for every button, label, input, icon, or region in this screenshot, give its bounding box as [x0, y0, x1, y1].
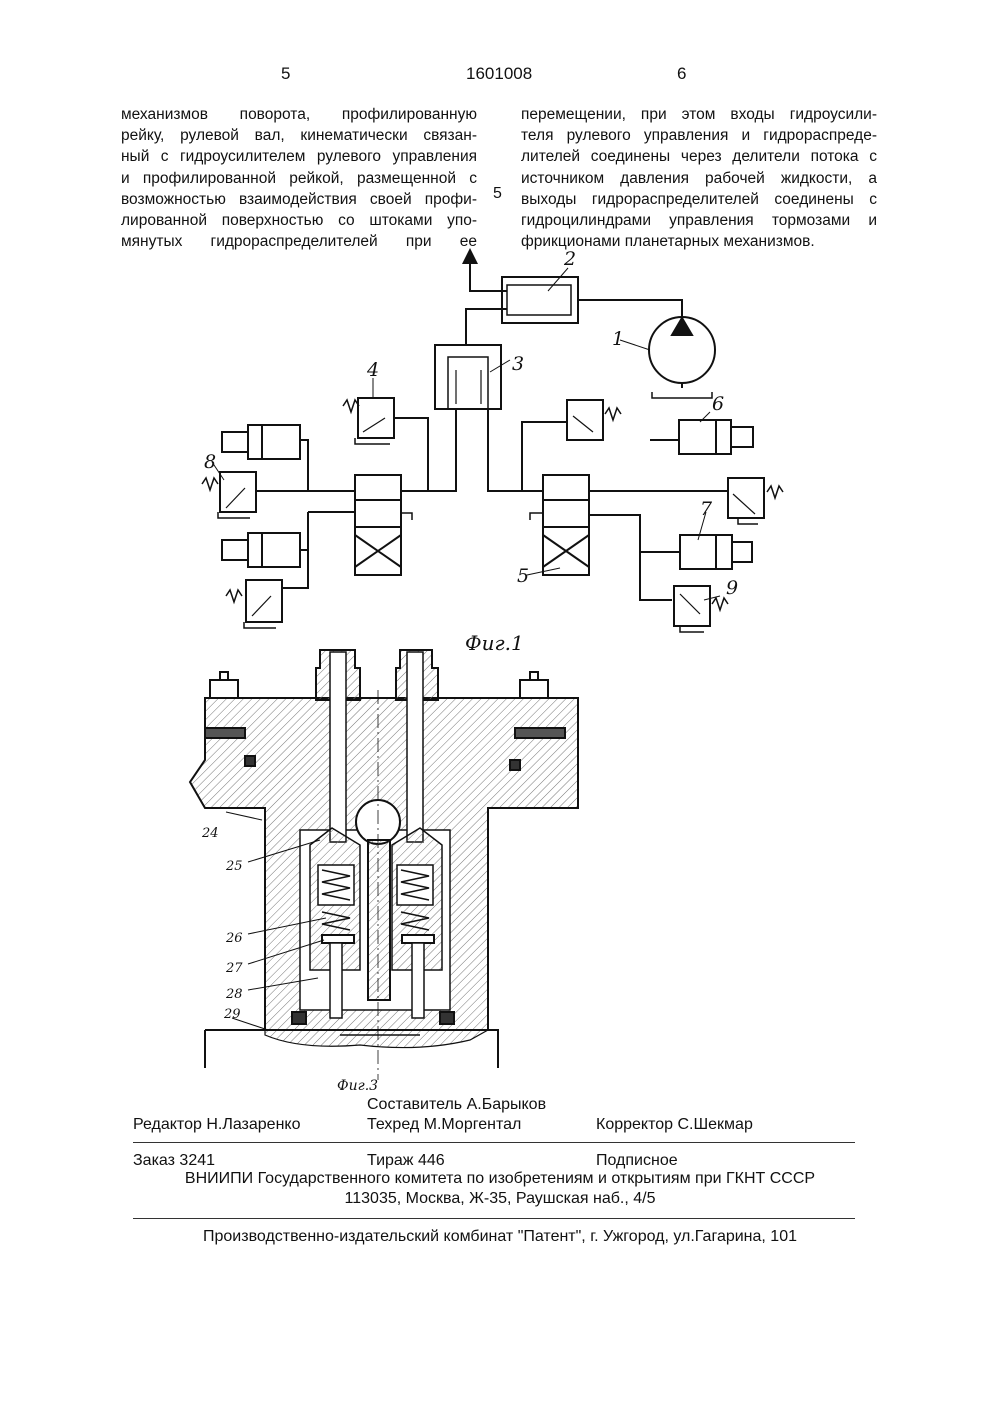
label-25: 25: [225, 859, 243, 874]
divider: [133, 1218, 855, 1219]
printer: Производственно-издательский комбинат "П…: [0, 1228, 1000, 1246]
label-29: 29: [223, 1007, 241, 1022]
figures-drawing: 2 1 3 4 6 8 7 5 9 Фиг.1: [0, 0, 1000, 1100]
label-2: 2: [563, 248, 576, 270]
label-24: 24: [201, 826, 219, 841]
publisher-address: 113035, Москва, Ж-35, Раушская наб., 4/5: [0, 1190, 1000, 1208]
publisher-org: ВНИИПИ Государственного комитета по изоб…: [0, 1170, 1000, 1188]
label-3: 3: [512, 353, 524, 375]
label-27: 27: [225, 961, 243, 976]
label-7: 7: [700, 498, 713, 520]
editor: Редактор Н.Лазаренко: [133, 1116, 300, 1134]
circulation: Тираж 446: [367, 1152, 445, 1170]
label-9: 9: [726, 577, 738, 599]
corrector: Корректор С.Шекмар: [596, 1116, 753, 1134]
fig3-caption: Фиг.3: [337, 1078, 378, 1094]
label-5: 5: [517, 565, 529, 587]
order: Заказ 3241: [133, 1152, 215, 1170]
cross-section-fig3: [190, 650, 578, 1080]
hydraulic-schematic-fig1: [202, 256, 783, 632]
label-28: 28: [225, 987, 243, 1002]
label-8: 8: [204, 451, 216, 473]
label-4: 4: [366, 359, 379, 381]
compiler: Составитель А.Барыков: [367, 1096, 546, 1114]
label-6: 6: [712, 393, 724, 415]
subscription: Подписное: [596, 1152, 678, 1170]
fig1-caption: Фиг.1: [465, 631, 524, 655]
label-1: 1: [612, 328, 624, 350]
label-26: 26: [225, 931, 243, 946]
techred: Техред М.Моргентал: [367, 1116, 521, 1134]
divider: [133, 1142, 855, 1143]
